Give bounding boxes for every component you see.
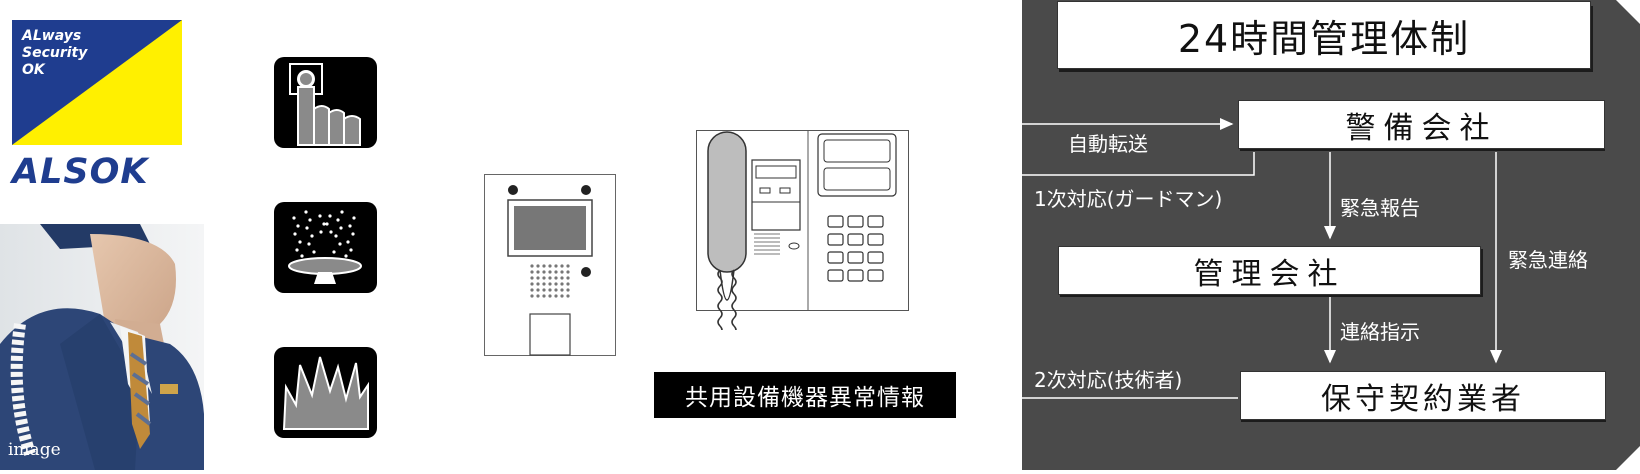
label-emergency-report: 緊急報告	[1340, 196, 1420, 220]
photo-caption: image	[8, 440, 61, 460]
label-auto-forward: 自動転送	[1068, 132, 1148, 156]
management-flow-panel: 24時間管理体制 警備会社 管理会社 保守契約業者 自動転送 1次対応(ガードマ…	[1022, 0, 1640, 470]
entrance-intercom-panel	[484, 174, 616, 356]
maintenance-contractor-box: 保守契約業者	[1240, 371, 1606, 420]
gas-leak-icon	[274, 202, 377, 293]
label-emergency-contact: 緊急連絡	[1508, 248, 1588, 272]
alsok-logo: ALways Security OK ALSOK	[12, 20, 190, 196]
logo-wordmark: ALSOK	[12, 152, 149, 192]
title-24h-management: 24時間管理体制	[1057, 1, 1591, 69]
indoor-monitor-unit	[696, 130, 909, 335]
logo-tagline-line3: OK	[22, 62, 45, 78]
fire-icon	[274, 347, 377, 438]
security-guard-photo	[0, 224, 204, 470]
management-company-box: 管理会社	[1058, 246, 1481, 295]
label-first-response: 1次対応(ガードマン)	[1034, 187, 1223, 211]
logo-tagline-line2: Security	[22, 45, 88, 61]
logo-tagline: ALways Security OK	[22, 28, 87, 79]
security-company-box: 警備会社	[1238, 100, 1605, 149]
label-contact-instruction: 連絡指示	[1340, 320, 1420, 344]
label-second-response: 2次対応(技術者)	[1034, 368, 1183, 392]
logo-graphic	[12, 20, 182, 145]
push-button-alarm-icon	[274, 57, 377, 148]
logo-tagline-line1: ALways	[22, 28, 82, 44]
device-caption: 共用設備機器異常情報	[654, 372, 956, 418]
